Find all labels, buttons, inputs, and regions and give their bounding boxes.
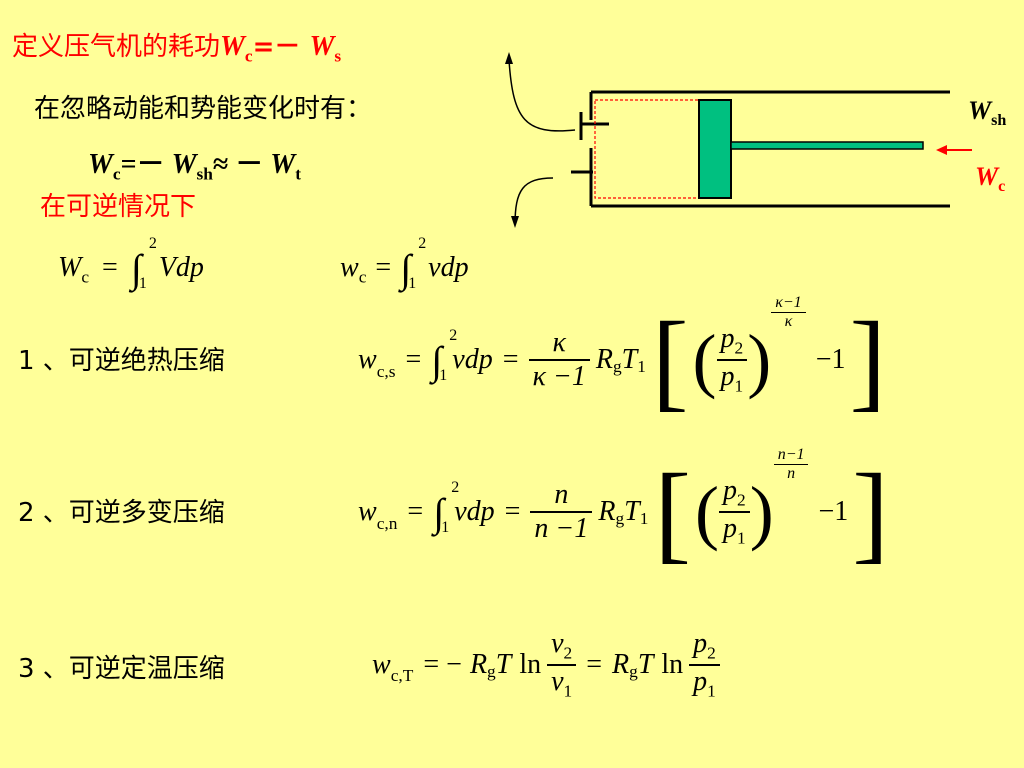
relation-wc: Wc	[88, 149, 121, 184]
header-w: Wc	[220, 31, 253, 66]
header-eq: =－	[252, 32, 310, 62]
wc-arrow-head	[936, 145, 947, 155]
diagram-wsh-label: Wsh	[968, 96, 1007, 130]
piston-rod	[730, 141, 924, 150]
gas-region-outline	[594, 99, 700, 199]
header-prefix: 定义压气机的耗功	[12, 32, 221, 62]
header-line: 定义压气机的耗功Wc=－ Ws	[12, 26, 341, 67]
outlet-flow-line	[508, 59, 576, 132]
header-ws: Ws	[309, 31, 342, 66]
inlet-flow-line	[514, 177, 554, 226]
relation-line: Wc=－ Wsh≈ － Wt	[88, 142, 301, 185]
relation-approx: ≈ －	[212, 149, 271, 180]
piston	[698, 99, 732, 199]
relation-wt: Wt	[270, 149, 301, 184]
diagram-wc-label: Wc	[975, 162, 1006, 196]
outlet-arrow-head	[505, 52, 513, 64]
item2-label: 2 、可逆多变压缩	[18, 498, 225, 528]
compressor-diagram	[505, 52, 972, 228]
inlet-arrow-head	[511, 216, 519, 228]
item3-label: 3 、可逆定温压缩	[18, 654, 225, 684]
item1-label: 1 、可逆绝热压缩	[18, 346, 225, 376]
relation-wsh: Wsh	[171, 149, 213, 184]
reversible-label: 在可逆情况下	[40, 192, 197, 222]
line-neglect: 在忽略动能和势能变化时有：	[34, 94, 373, 124]
relation-eq: =－	[120, 149, 172, 180]
